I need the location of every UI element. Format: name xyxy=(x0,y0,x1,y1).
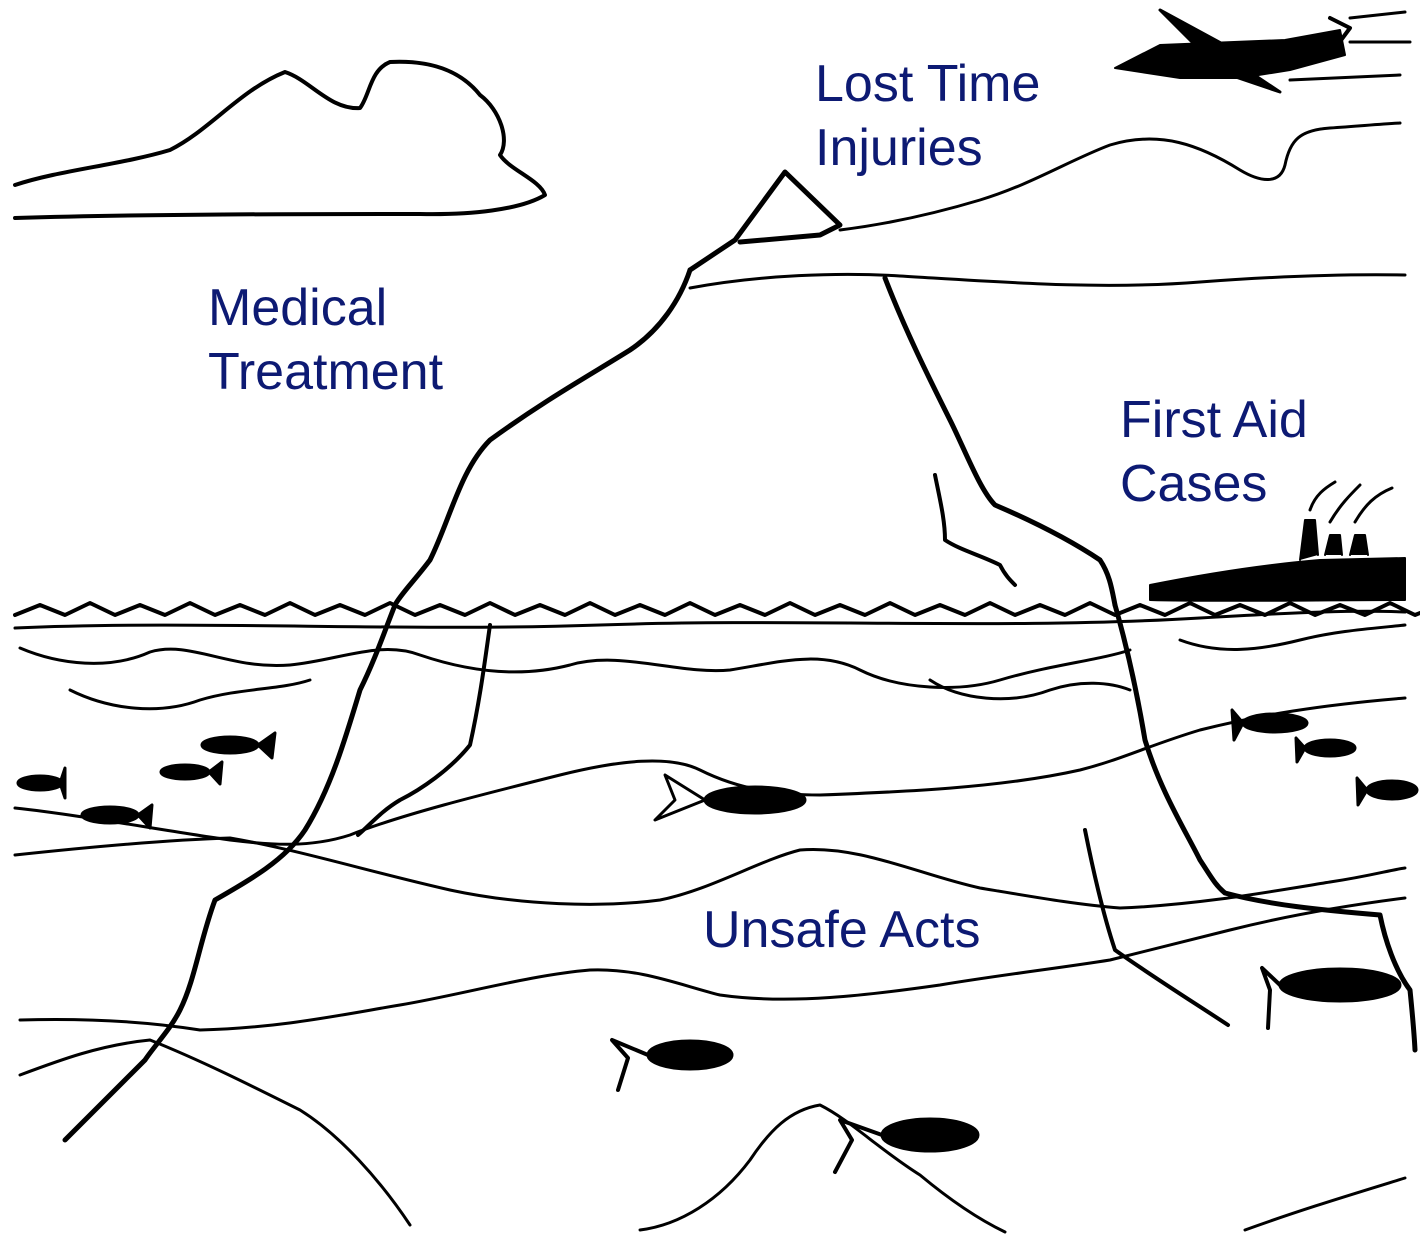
fish-icon xyxy=(1357,778,1417,805)
fish-icon xyxy=(835,1119,978,1172)
sea-ripples xyxy=(20,648,1130,687)
fish-icon xyxy=(82,805,152,828)
label-first-aid-cases: First Aid Cases xyxy=(1120,388,1308,516)
label-line: Lost Time xyxy=(815,52,1040,116)
label-medical-treatment: Medical Treatment xyxy=(208,276,443,404)
fish-icon xyxy=(161,762,222,784)
horizon-line xyxy=(690,274,1405,288)
fish-icon xyxy=(612,1040,732,1090)
fish-icon xyxy=(1232,710,1307,740)
iceberg-right-edge xyxy=(885,278,1115,605)
label-lost-time-injuries: Lost Time Injuries xyxy=(815,52,1040,180)
label-line: Medical xyxy=(208,276,443,340)
fish-icon xyxy=(202,733,275,758)
water-layer-6 xyxy=(1245,1178,1405,1230)
label-line: First Aid xyxy=(1120,388,1308,452)
label-line: Injuries xyxy=(815,116,1040,180)
water-layer-4 xyxy=(20,1040,410,1225)
cloud xyxy=(15,62,545,218)
label-unsafe-acts: Unsafe Acts xyxy=(703,898,980,962)
label-line: Cases xyxy=(1120,452,1308,516)
underwater-crack xyxy=(1085,830,1228,1025)
water-layer-1 xyxy=(15,698,1405,844)
airplane-icon xyxy=(1115,10,1410,92)
sea-surface-waves xyxy=(15,603,1420,615)
underwater-left-edge xyxy=(65,605,395,1140)
fish-icon xyxy=(1262,968,1400,1028)
label-line: Unsafe Acts xyxy=(703,898,980,962)
iceberg-crack xyxy=(935,475,1015,585)
fish-icon xyxy=(18,768,65,798)
iceberg-tip xyxy=(690,172,840,270)
label-line: Treatment xyxy=(208,340,443,404)
fish-icon xyxy=(1296,738,1355,762)
